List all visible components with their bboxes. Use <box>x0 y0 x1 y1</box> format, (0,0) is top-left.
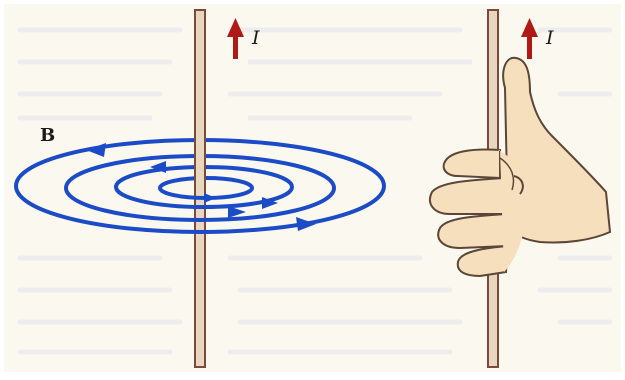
current-label-left: I <box>251 27 260 49</box>
field-label-b: B <box>40 125 55 146</box>
current-label-right: I <box>545 27 554 49</box>
current-wire-left <box>195 10 205 367</box>
